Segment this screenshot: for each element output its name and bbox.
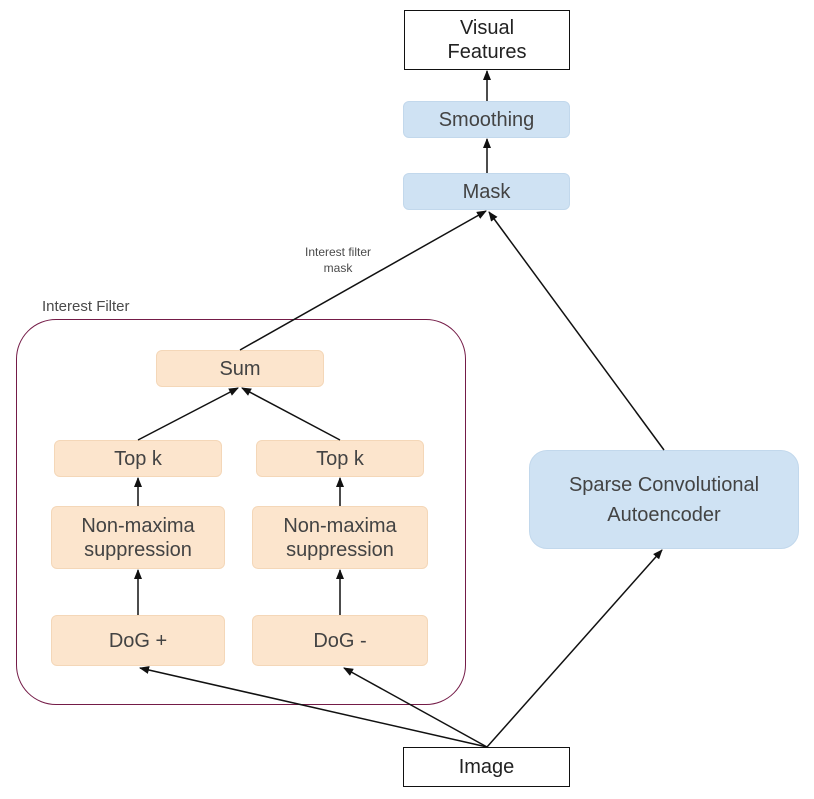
smoothing-node: Smoothing — [403, 101, 570, 138]
top-k-left-node: Top k — [54, 440, 222, 477]
mask-node: Mask — [403, 173, 570, 210]
dog-plus-node: DoG + — [51, 615, 225, 666]
autoencoder-line2: Autoencoder — [607, 503, 721, 526]
edge-image-to-autoencoder — [486, 549, 663, 748]
top-k-right-node: Top k — [256, 440, 424, 477]
interest-filter-label: Interest Filter — [42, 298, 130, 315]
interest-filter-mask-label: Interest filter mask — [276, 244, 400, 276]
image-node: Image — [403, 747, 570, 787]
edge-autoencoder-to-mask — [488, 211, 665, 451]
visual-features-line2: Features — [447, 41, 527, 63]
nms-left-line2: suppression — [84, 538, 192, 561]
nms-right-line1: Non-maxima — [283, 514, 397, 537]
dog-minus-node: DoG - — [252, 615, 428, 666]
edge-label-line2: mask — [323, 261, 353, 276]
autoencoder-line1: Sparse Convolutional — [568, 473, 760, 496]
nms-left-line1: Non-maxima — [81, 514, 195, 537]
sum-node: Sum — [156, 350, 324, 387]
edge-label-line1: Interest filter — [304, 245, 372, 259]
visual-features-line1: Visual — [459, 17, 515, 39]
nms-right-line2: suppression — [286, 538, 394, 561]
